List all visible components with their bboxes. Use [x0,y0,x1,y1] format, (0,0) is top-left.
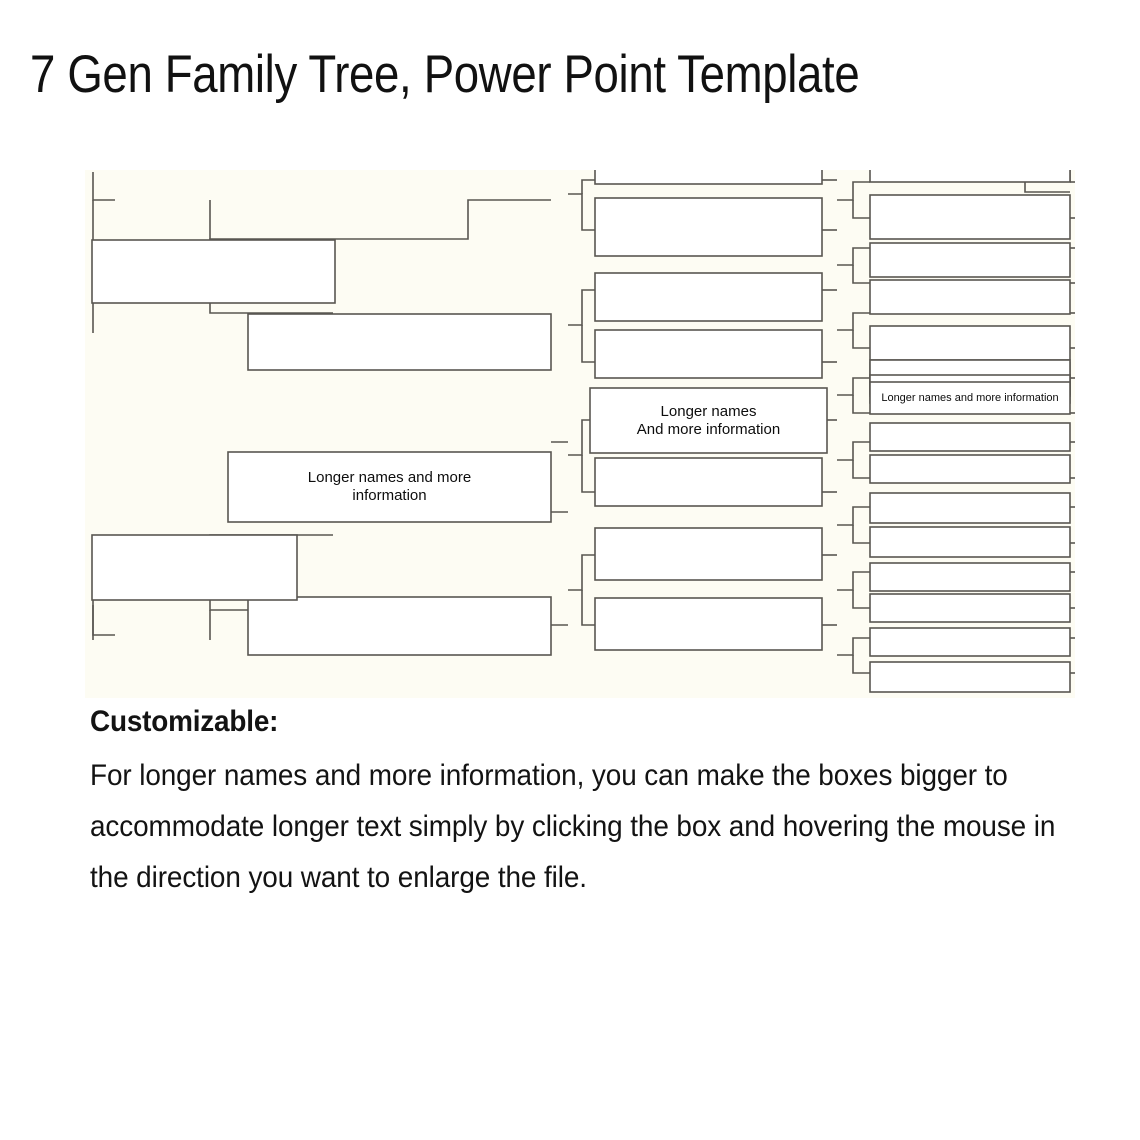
tree-box-labelled[interactable] [589,387,828,454]
tree-box[interactable] [869,492,1071,524]
caption-paragraph: For longer names and more information, y… [90,759,1056,894]
tree-box[interactable] [91,239,336,304]
tree-box[interactable] [594,457,823,507]
tree-box[interactable] [869,194,1071,240]
tree-box[interactable] [869,593,1071,623]
tree-box[interactable] [869,422,1071,452]
generation-2-boxes [227,313,552,656]
generation-1-boxes [91,239,336,601]
page-title: 7 Gen Family Tree, Power Point Template [30,45,860,104]
family-tree-diagram: Longer names And more information Longer… [85,170,1075,698]
tree-box[interactable] [869,454,1071,484]
caption-block: Customizable: For longer names and more … [90,700,1080,903]
tree-box[interactable] [869,627,1071,657]
tree-box[interactable] [869,170,1071,183]
tree-box[interactable] [594,272,823,322]
tree-box[interactable] [869,661,1071,693]
tree-box[interactable] [247,313,552,371]
tree-box[interactable] [594,329,823,379]
caption-heading: Customizable: [90,705,279,738]
generation-3-boxes [589,170,828,651]
generation-4-boxes [869,170,1071,693]
tree-box[interactable] [869,325,1071,361]
tree-box[interactable] [869,526,1071,558]
tree-box-labelled[interactable] [227,451,552,523]
tree-box[interactable] [594,597,823,651]
tree-box[interactable] [594,170,823,185]
tree-box[interactable] [594,197,823,257]
tree-box[interactable] [91,534,298,601]
tree-box[interactable] [594,527,823,581]
tree-box-labelled[interactable] [869,381,1071,415]
tree-box[interactable] [869,279,1071,315]
tree-box[interactable] [869,242,1071,278]
tree-box[interactable] [869,562,1071,592]
tree-box[interactable] [247,596,552,656]
family-tree-svg [85,170,1075,698]
